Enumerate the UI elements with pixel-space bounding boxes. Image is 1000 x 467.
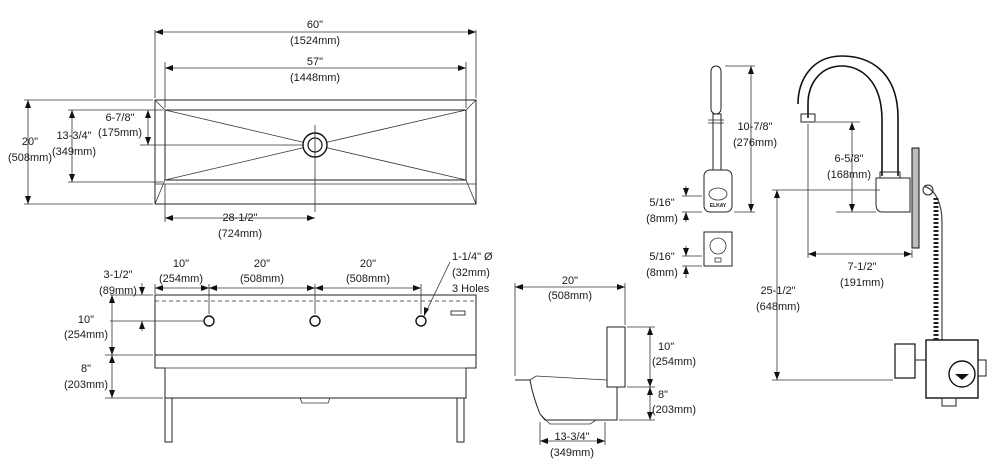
side-bottom-in: 13-3/4"	[554, 431, 589, 443]
bowl-mm: (203mm)	[64, 379, 108, 391]
sensor-offset-in: 5/16"	[649, 197, 674, 209]
drain-offset-x-mm: (724mm)	[218, 228, 262, 240]
brand-mark: ELKAY	[710, 203, 727, 209]
hole-spec-mm: (32mm)	[452, 267, 490, 279]
inner-depth-in: 13-3/4"	[56, 130, 91, 142]
sensor-offset-mm: (8mm)	[646, 213, 678, 225]
overall-width-mm: (1524mm)	[290, 35, 340, 47]
spout-drop-in: 6-5/8"	[835, 153, 864, 165]
faucet-body	[875, 177, 911, 213]
sensor-eye	[708, 187, 728, 201]
overall-height-in: 25-1/2"	[760, 285, 795, 297]
leg-left	[164, 397, 173, 443]
front-view: 10" (254mm) 20" (508mm) 20" (508mm) 1-1/…	[64, 251, 493, 443]
side-depth-in: 20"	[562, 275, 578, 287]
top-offset-in: 3-1/2"	[104, 269, 133, 281]
slope-line	[314, 109, 467, 146]
front-backsplash	[154, 294, 477, 356]
reach-in: 7-1/2"	[848, 261, 877, 273]
slope-line	[164, 144, 316, 181]
spacing-1-in: 10"	[173, 258, 189, 270]
side-depth-mm: (508mm)	[548, 290, 592, 302]
depth-mm: (508mm)	[8, 152, 52, 164]
side-bowl-mm: (203mm)	[652, 404, 696, 416]
wall-section	[911, 147, 920, 249]
valve-inlet	[894, 343, 916, 379]
faucet-hole	[415, 315, 427, 327]
label-plate	[450, 310, 466, 316]
basin-outer-outline	[154, 99, 477, 205]
spacing-2-mm: (508mm)	[240, 273, 284, 285]
side-backsplash-mm: (254mm)	[652, 356, 696, 368]
side-view: 20" (508mm) 10" (254mm) 8" (203mm) 13-3/…	[514, 275, 696, 459]
side-bowl	[515, 379, 618, 421]
spacing-3-mm: (508mm)	[346, 273, 390, 285]
top-offset-mm: (89mm)	[99, 285, 137, 297]
sensor-view: ELKAY 10-7/8" (276mm) 5/16" (8mm) 5/16" …	[646, 65, 777, 279]
side-bowl-in: 8"	[658, 389, 668, 401]
leg-right	[456, 397, 465, 443]
sensor-offset-2-mm: (8mm)	[646, 267, 678, 279]
reach-mm: (191mm)	[840, 277, 884, 289]
overall-width-in: 60"	[307, 19, 323, 31]
drain-offset-x-in: 28-1/2"	[222, 212, 257, 224]
faucet-hole	[309, 315, 321, 327]
side-backsplash	[606, 326, 626, 388]
gooseneck-spout	[710, 65, 722, 115]
backsplash-mm: (254mm)	[64, 329, 108, 341]
spout-drop-mm: (168mm)	[827, 169, 871, 181]
aerator	[800, 113, 816, 123]
drain-offset-y-mm: (175mm)	[98, 127, 142, 139]
sensor-body	[703, 169, 733, 213]
leader-line	[423, 261, 451, 317]
drain-offset-y-in: 6-7/8"	[106, 112, 135, 124]
spacing-1-mm: (254mm)	[159, 273, 203, 285]
sensor-plate	[703, 231, 733, 267]
front-bowl	[154, 355, 477, 399]
backsplash-in: 10"	[78, 314, 94, 326]
hole-spec-count: 3 Holes	[452, 283, 490, 295]
slope-line	[164, 109, 316, 146]
faucet-view: 6-5/8" (168mm) 7-1/2" (191mm) 25-1/2" (6…	[756, 55, 987, 407]
bowl-in: 8"	[81, 363, 91, 375]
sensor-offset-2-in: 5/16"	[649, 251, 674, 263]
hole-spec-in: 1-1/4" Ø	[452, 251, 493, 263]
spout-height-in: 10-7/8"	[737, 121, 772, 133]
inner-depth-mm: (349mm)	[52, 146, 96, 158]
side-backsplash-in: 10"	[658, 341, 674, 353]
faucet-hole	[203, 315, 215, 327]
inner-width-mm: (1448mm)	[290, 72, 340, 84]
top-view: 60" (1524mm) 57" (1448mm) 20" (508mm) 13…	[8, 19, 477, 240]
supply-hose	[923, 185, 943, 340]
spacing-3-in: 20"	[360, 258, 376, 270]
side-bottom-mm: (349mm)	[550, 447, 594, 459]
inner-width-in: 57"	[307, 56, 323, 68]
gooseneck-outer	[807, 65, 883, 176]
spout-height-mm: (276mm)	[733, 137, 777, 149]
overall-height-mm: (648mm)	[756, 301, 800, 313]
depth-in: 20"	[22, 136, 38, 148]
spacing-2-in: 20"	[254, 258, 270, 270]
slope-line	[314, 144, 467, 181]
